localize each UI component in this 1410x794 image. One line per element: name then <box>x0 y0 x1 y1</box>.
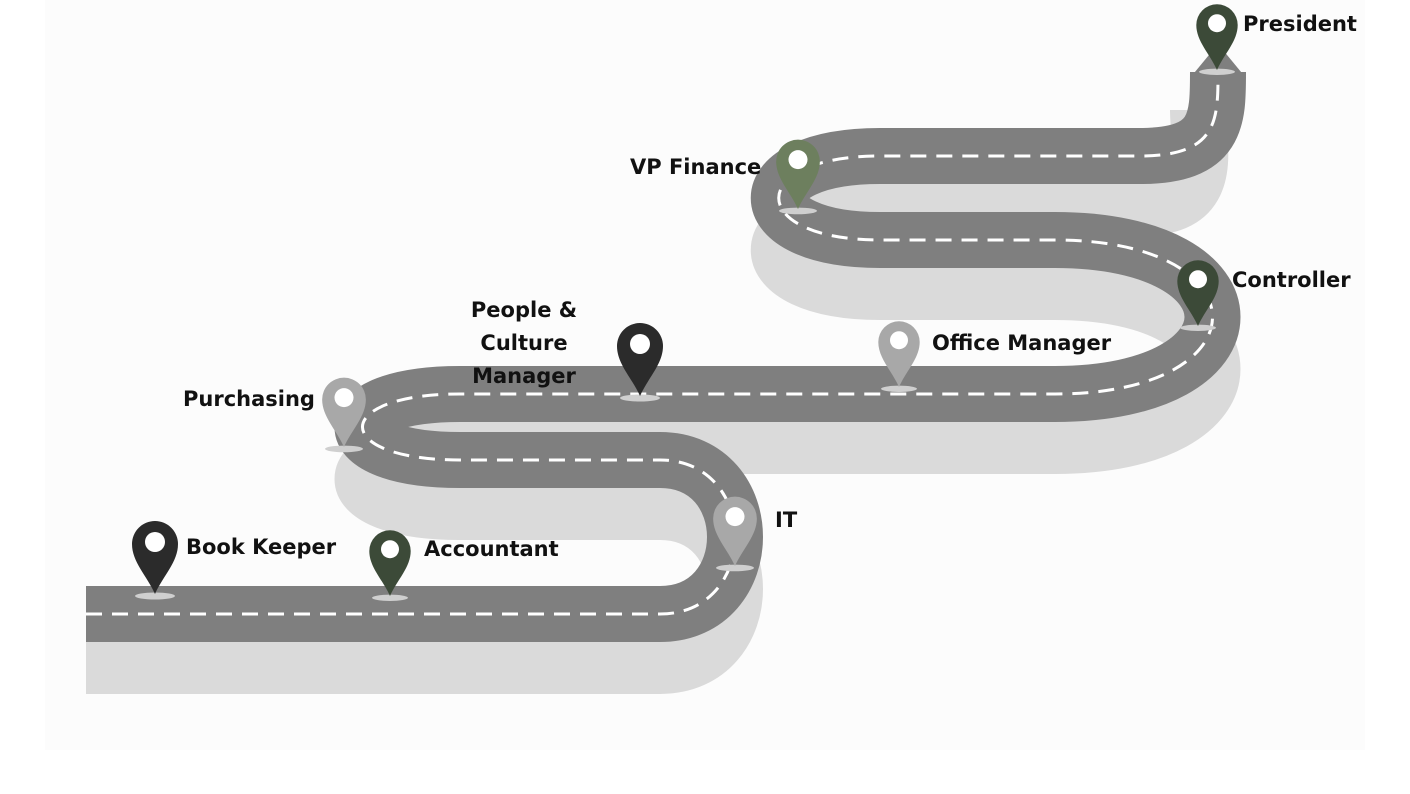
map-pin-icon <box>617 323 663 402</box>
pin-hole <box>788 150 808 170</box>
label-accountant: Accountant <box>424 537 559 561</box>
pin-hole <box>1189 270 1207 289</box>
pin-shadow <box>716 564 754 572</box>
pin-hole <box>630 334 650 354</box>
label-book-keeper: Book Keeper <box>186 535 337 559</box>
pin-body <box>132 521 178 594</box>
label-president: President <box>1243 12 1357 36</box>
pin-body <box>369 530 411 596</box>
pin-body <box>776 139 820 209</box>
map-pin-icon <box>1177 260 1219 331</box>
label-office-manager: Office Manager <box>932 331 1112 355</box>
pin-shadow <box>779 207 817 215</box>
pin-shadow <box>135 592 175 600</box>
pin-hole <box>334 388 354 408</box>
road-side-shadow <box>86 109 1241 694</box>
map-pin-icon <box>1196 4 1238 75</box>
pin-body <box>1196 4 1238 71</box>
map-pin-icon <box>776 139 820 215</box>
pin-body <box>1177 260 1219 326</box>
map-pin-icon <box>878 321 920 392</box>
pin-shadow <box>372 594 408 601</box>
pin-body <box>322 377 366 447</box>
label-people-culture-manager: People & Culture Manager <box>454 294 594 393</box>
pin-body <box>617 323 663 396</box>
label-it: IT <box>775 508 798 532</box>
pin-shadow <box>881 385 917 392</box>
pin-shadow <box>620 394 660 402</box>
label-line: People & <box>470 298 578 322</box>
map-pin-icon <box>713 496 757 572</box>
pin-body <box>713 496 757 566</box>
pin-hole <box>145 532 165 552</box>
pin-hole <box>1208 14 1226 33</box>
lane-marking <box>86 71 1220 616</box>
map-pin-icon <box>369 530 411 601</box>
pin-body <box>878 321 920 387</box>
map-pin-icon <box>322 377 366 453</box>
pins-layer <box>132 4 1238 601</box>
pin-shadow <box>1180 324 1216 331</box>
pin-hole <box>381 540 399 559</box>
label-purchasing: Purchasing <box>183 387 315 411</box>
label-controller: Controller <box>1232 268 1351 292</box>
label-vp-finance: VP Finance <box>630 155 762 179</box>
pin-shadow <box>325 445 363 453</box>
label-line: Manager <box>472 364 576 388</box>
map-pin-icon <box>132 521 178 600</box>
label-line: Culture <box>480 331 568 355</box>
pin-shadow <box>1199 68 1235 75</box>
pin-hole <box>725 507 745 527</box>
pin-hole <box>890 331 908 350</box>
